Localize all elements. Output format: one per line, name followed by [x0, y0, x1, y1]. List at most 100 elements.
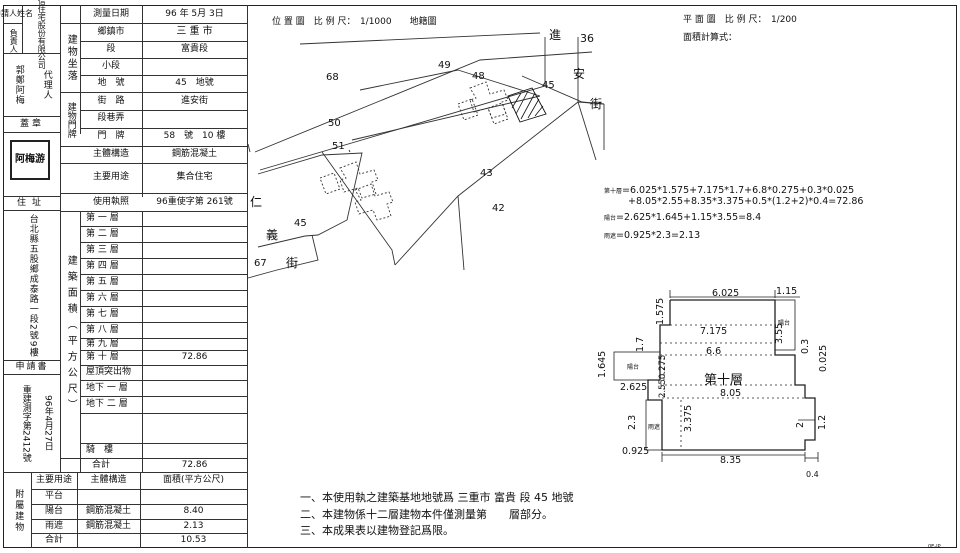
table-line	[3, 360, 60, 361]
survey-date-label: 測量日期	[92, 8, 129, 19]
door-group-label: 建物門牌	[65, 101, 76, 138]
table-line	[60, 23, 247, 24]
table-line	[60, 92, 247, 93]
corner-mark: 0E-IP	[928, 544, 941, 550]
road-line	[254, 51, 593, 153]
street-label: 街	[590, 97, 603, 111]
survey-date-value: 96 年 5月 3日	[165, 8, 224, 19]
table-line	[60, 211, 247, 212]
table-line	[80, 443, 247, 444]
table-line	[31, 504, 247, 505]
floor-row-label: 合計	[91, 459, 110, 470]
floor-row-label: 第 九 層	[86, 338, 119, 349]
table-line	[80, 290, 247, 291]
table-line	[80, 212, 81, 472]
town-value: 三 重 市	[176, 26, 213, 38]
lot-boundary	[351, 95, 541, 141]
balcony-tag: 陽台	[778, 320, 791, 327]
lot-boundary	[321, 151, 396, 266]
table-line	[31, 489, 247, 490]
attached-row-use: 合計	[44, 535, 63, 546]
door-value: 58 號 10 樓	[163, 131, 226, 142]
structure-label: 主體構造	[92, 148, 129, 159]
dim-label: 8.05	[720, 388, 742, 399]
table-line	[3, 116, 60, 117]
canopy-tag: 雨遮	[648, 424, 661, 431]
table-line	[3, 196, 60, 197]
lot-number: 51	[332, 141, 345, 152]
lot-number: 67	[254, 258, 267, 269]
building-footprint	[487, 102, 509, 125]
lot-number: 48	[472, 71, 485, 82]
lot-label: 地 號	[97, 77, 125, 88]
site-map-title: 位 置 圖 比 例 尺： 1/1000 地籍圖	[272, 17, 437, 27]
dim-label: 2.3	[627, 414, 638, 430]
location-group-label: 建物坐落	[65, 34, 77, 82]
floor-row-label: 第 五 層	[86, 276, 119, 287]
license-value: 96重使字第 261號	[156, 196, 233, 207]
lot-number: 42	[492, 203, 505, 214]
attached-header-structure: 主體構造	[90, 475, 127, 486]
structure-value: 鋼筋混凝土	[171, 148, 217, 159]
attached-row-area: 2.13	[183, 521, 204, 532]
table-line	[80, 242, 247, 243]
seal-stamp: 阿梅游	[10, 140, 50, 180]
formula-main: 第十層=6.025*1.575+7.175*1.7+6.8*0.275+0.3*…	[604, 185, 854, 196]
note-1: 一、本使用執之建築基地地號爲 三重市 富貴 段 45 地號	[300, 491, 574, 504]
floor-row-label: 第 八 層	[86, 324, 119, 335]
dim-label: 1.15	[776, 286, 798, 297]
table-line	[80, 58, 247, 59]
lot-value: 45 地號	[175, 77, 214, 88]
dim-label: 1.2	[817, 414, 828, 430]
table-line	[80, 128, 247, 129]
table-line	[3, 132, 60, 133]
table-line	[80, 75, 247, 76]
table-line	[80, 350, 247, 351]
attached-header-use: 主要用途	[35, 475, 72, 486]
usage-label: 主要用途	[92, 172, 129, 183]
door-label: 門 牌	[97, 131, 125, 142]
section-label: 段	[106, 43, 116, 54]
street-label: 街 路	[97, 95, 125, 106]
table-line	[31, 533, 247, 534]
table-line	[60, 163, 247, 164]
table-line	[60, 146, 247, 147]
building-footprint	[457, 98, 479, 121]
attached-row-use: 平台	[44, 491, 63, 502]
representative-label: 負責人	[9, 29, 19, 53]
street-label: 街	[286, 256, 299, 270]
lane-label: 段巷弄	[97, 113, 125, 124]
table-line	[80, 365, 247, 366]
table-line	[77, 472, 78, 548]
formula-balcony-text: =2.625*1.645+1.15*3.55=8.4	[616, 212, 762, 223]
lot-boundary	[577, 101, 597, 161]
floor-row-label: 第 一 層	[86, 213, 119, 224]
lot-boundary	[348, 149, 351, 153]
building-footprint	[319, 172, 341, 195]
street-label: 安	[573, 67, 586, 81]
dim-label: 1.575	[655, 297, 666, 325]
dim-label: 2	[795, 421, 806, 428]
table-line	[80, 274, 247, 275]
floor-row-label: 地下 二 層	[86, 399, 128, 410]
street-label: 仁	[250, 195, 263, 209]
lot-boundary	[359, 69, 459, 91]
table-right-border	[247, 5, 248, 548]
table-line	[80, 396, 247, 397]
balcony-right	[774, 299, 796, 351]
attached-row-structure: 鋼筋混凝土	[85, 506, 131, 517]
lot-boundary	[257, 152, 363, 248]
road-line	[247, 234, 319, 279]
canopy	[645, 399, 663, 451]
floor-row-area: 72.86	[181, 352, 208, 363]
table-line	[80, 5, 81, 134]
survey-sheet	[3, 5, 957, 548]
road-line	[247, 143, 251, 153]
table-line	[140, 472, 141, 548]
dim-label: 1.7	[635, 336, 646, 352]
dim-label: 3.375	[683, 404, 694, 432]
attached-row-use: 雨遮	[44, 521, 63, 532]
lot-number: 68	[326, 72, 339, 83]
table-line	[80, 338, 247, 339]
